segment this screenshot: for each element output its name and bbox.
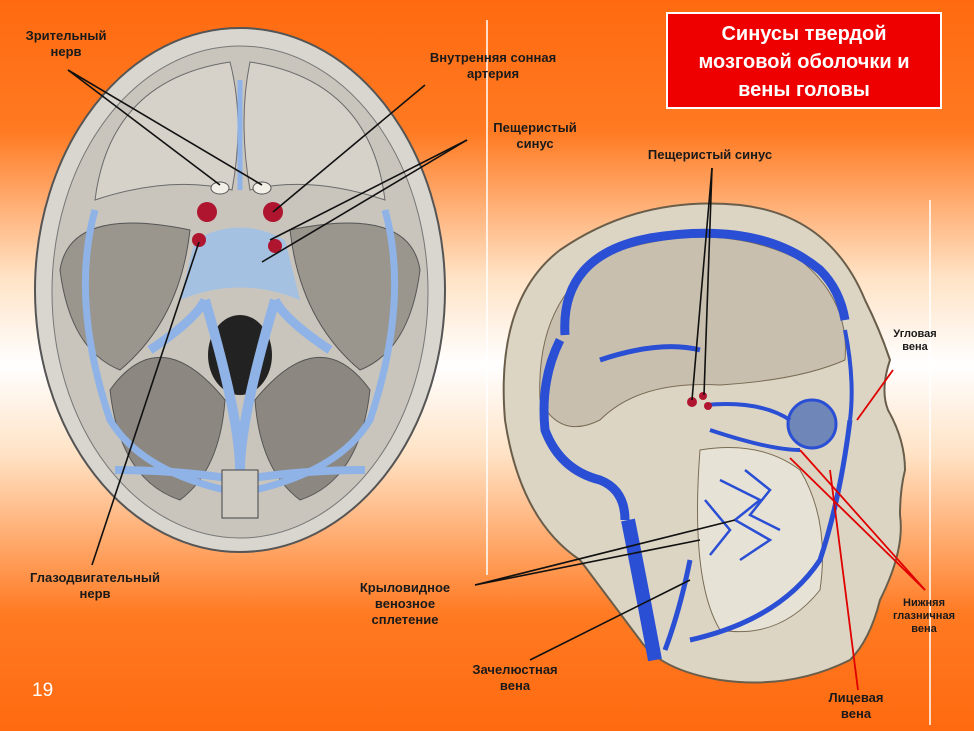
- slide-number: 19: [32, 680, 54, 701]
- label-oculomotor-nerve: Глазодвигательный нерв: [30, 570, 160, 601]
- label-inferior-ophthalmic-vein: Нижняя глазничная вена: [893, 597, 955, 635]
- skull-base-illustration: [34, 27, 446, 553]
- label-cavernous-sinus-right: Пещеристый синус: [647, 147, 773, 162]
- slide-title: Синусы твердой мозговой оболочки и вены …: [666, 12, 942, 109]
- pointer-lines: [67, 69, 736, 661]
- label-optic-nerve: Зрительный нерв: [25, 28, 107, 59]
- pointer-lines-red: [789, 369, 926, 691]
- label-cavernous-sinus-left: Пещеристый синус: [493, 120, 577, 151]
- label-retromandibular-vein: Зачелюстная вена: [472, 662, 558, 693]
- label-internal-carotid-artery: Внутренняя сонная артерия: [429, 50, 557, 81]
- label-pterygoid-venous-plexus: Крыловидное венозное сплетение: [359, 580, 451, 627]
- label-angular-vein: Угловая вена: [893, 328, 937, 353]
- label-facial-vein: Лицевая вена: [828, 690, 884, 721]
- head-sagittal-illustration: [502, 202, 907, 684]
